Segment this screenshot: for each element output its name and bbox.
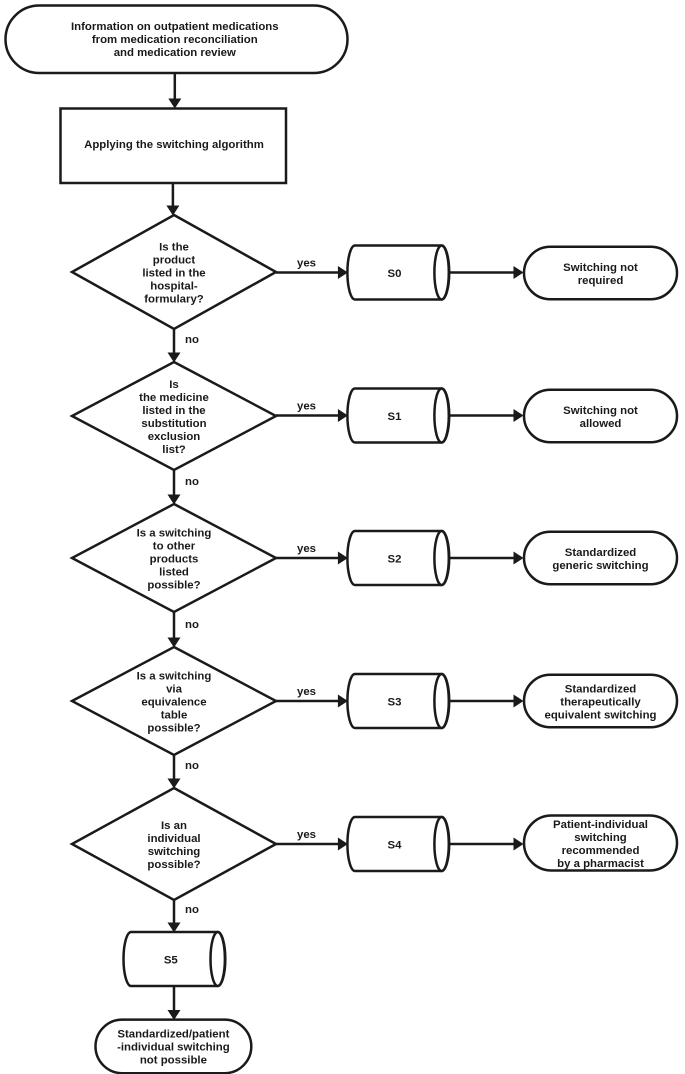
svg-text:no: no — [185, 619, 199, 631]
svg-text:S1: S1 — [388, 411, 403, 423]
svg-text:yes: yes — [297, 686, 316, 698]
svg-text:yes: yes — [297, 829, 316, 841]
svg-text:S4: S4 — [388, 839, 403, 851]
svg-text:no: no — [185, 334, 199, 346]
svg-text:S2: S2 — [388, 553, 402, 565]
svg-text:S3: S3 — [388, 696, 402, 708]
svg-text:Information on outpatient medi: Information on outpatient medicationsfro… — [71, 21, 279, 59]
svg-text:S5: S5 — [164, 954, 179, 966]
svg-text:no: no — [185, 760, 199, 772]
svg-text:yes: yes — [297, 257, 316, 269]
svg-text:Standardized/patient-individua: Standardized/patient-individual switchin… — [117, 1029, 230, 1067]
svg-text:no: no — [185, 476, 199, 488]
svg-text:yes: yes — [297, 543, 316, 555]
svg-text:yes: yes — [297, 400, 316, 412]
svg-text:S0: S0 — [388, 268, 402, 280]
svg-text:Applying the switching algorit: Applying the switching algorithm — [84, 139, 264, 151]
svg-text:no: no — [185, 904, 199, 916]
